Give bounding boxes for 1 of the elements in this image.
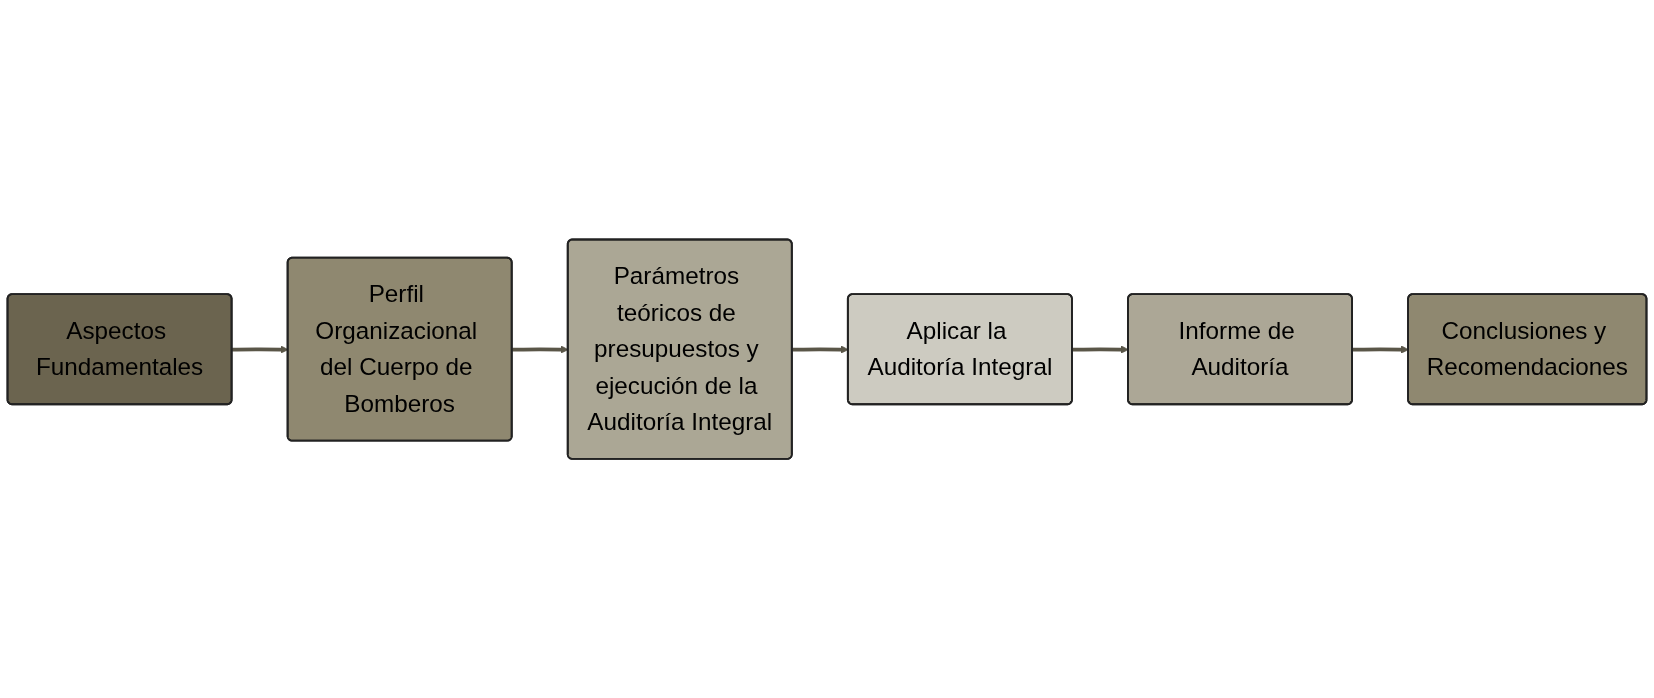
arrow <box>1352 345 1409 354</box>
